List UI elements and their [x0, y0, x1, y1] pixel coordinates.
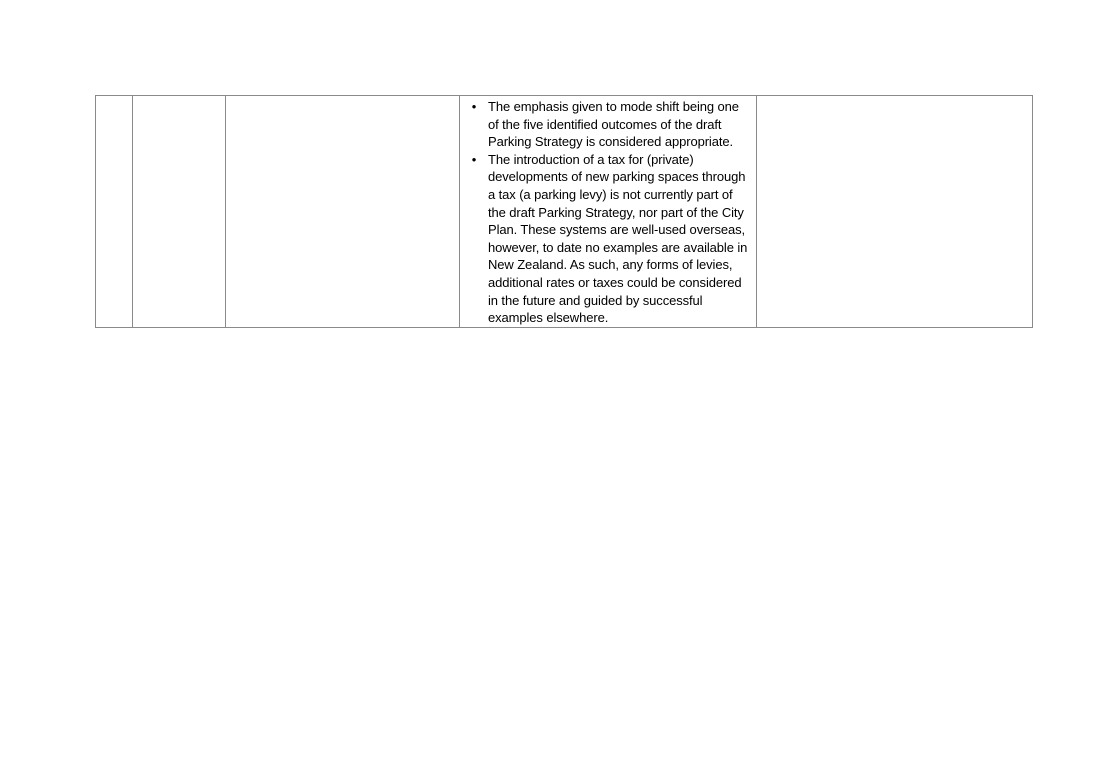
table-cell-2: [132, 95, 226, 328]
bullet-list: • The emphasis given to mode shift being…: [460, 96, 756, 327]
bullet-icon: •: [471, 151, 477, 167]
bullet-icon: •: [471, 99, 477, 114]
bullet-item-parking-levy: • The introduction of a tax for (private…: [460, 151, 750, 327]
bullet-text: The introduction of a tax for (private) …: [488, 151, 748, 326]
table-cell-comments: • The emphasis given to mode shift being…: [459, 95, 757, 328]
document-table: • The emphasis given to mode shift being…: [95, 95, 1033, 328]
table-cell-5: [756, 95, 1033, 328]
table-cell-1: [95, 95, 133, 328]
bullet-item-mode-shift: • The emphasis given to mode shift being…: [460, 98, 750, 151]
table-cell-3: [225, 95, 460, 328]
table-row: • The emphasis given to mode shift being…: [95, 95, 1033, 328]
bullet-text: The emphasis given to mode shift being o…: [488, 99, 739, 150]
